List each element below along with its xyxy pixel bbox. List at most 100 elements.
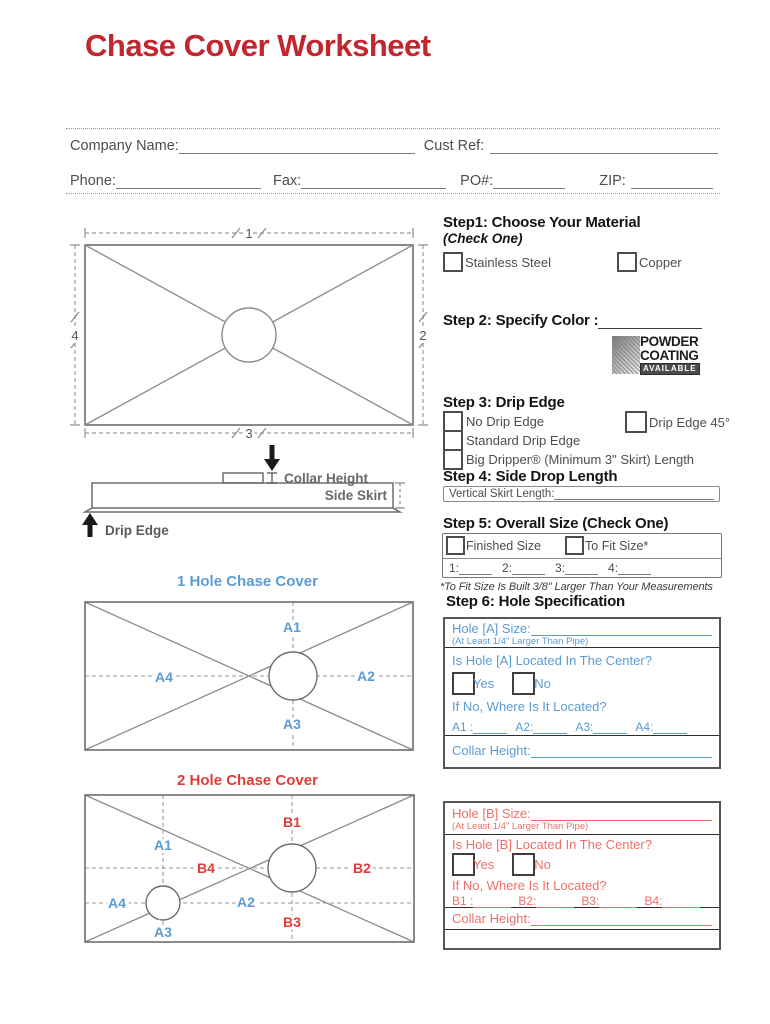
step4-title: Step 4: Side Drop Length [443, 468, 618, 485]
measure-3-field[interactable] [565, 564, 599, 575]
step6-title: Step 6: Hole Specification [446, 593, 626, 610]
logo-powder: POWDER [640, 334, 699, 349]
step1-options: Stainless Steel Copper [443, 252, 723, 272]
step5-footnote: *To Fit Size Is Built 3/8" Larger Than Y… [440, 581, 713, 593]
label-a4: A4 [108, 895, 126, 911]
label-b3: B3 [283, 914, 301, 930]
one-hole-title: 1 Hole Chase Cover [177, 573, 318, 590]
big-dripper-checkbox[interactable] [443, 449, 463, 470]
hole-a-no-checkbox[interactable] [512, 671, 536, 695]
hole-a-yes-checkbox[interactable] [452, 671, 475, 695]
hole-b-yes-checkbox[interactable] [452, 853, 475, 876]
measure-3-label: 3: [555, 561, 566, 575]
stainless-steel-checkbox[interactable] [443, 252, 463, 272]
fax-field[interactable] [301, 175, 447, 189]
company-name-label: Company Name: [70, 138, 179, 154]
hole-a-box: Hole [A] Size: (At Least 1/4" Larger Tha… [443, 617, 721, 769]
hole-b-where-question: If No, Where Is It Located? [452, 878, 607, 893]
hole-a-center-question: Is Hole [A] Located In The Center? [452, 653, 652, 668]
zip-label: ZIP: [599, 173, 626, 189]
hole-b3-label: B3: [581, 894, 600, 908]
big-dripper-label: Big Dripper® (Minimum 3" Skirt) Length [466, 452, 695, 467]
one-hole-diagram: A1 A2 A3 A4 [84, 601, 414, 751]
two-hole-title: 2 Hole Chase Cover [177, 772, 318, 789]
dimension-lines [74, 232, 424, 434]
hole-a-size-field[interactable] [530, 624, 712, 636]
zip-field[interactable] [630, 175, 713, 189]
hole-b1-label: B1 : [452, 894, 474, 908]
one-hole-outline [84, 601, 414, 751]
collar-dim-mark [267, 472, 277, 484]
color-field[interactable] [598, 315, 703, 329]
two-hole-b-labels: B1 B2 B3 B4 [194, 811, 374, 933]
hole-b4-label: B4: [644, 894, 663, 908]
collar-arrow-icon [264, 445, 280, 471]
hole-b-box: Hole [B] Size: (At Least 1/4" Larger Tha… [443, 801, 721, 950]
measure-1-field[interactable] [459, 564, 493, 575]
dimension-ticks [70, 227, 428, 439]
logo-coating: COATING [640, 347, 699, 363]
measure-2-label: 2: [502, 561, 513, 575]
powder-coating-gradient [612, 336, 640, 374]
side-profile-diagram: Collar Height Side Skirt Drip Edge [82, 445, 405, 538]
stainless-steel-label: Stainless Steel [465, 254, 551, 270]
hole-b-center-question: Is Hole [B] Located In The Center? [452, 837, 652, 852]
hole-b3-field[interactable] [599, 897, 638, 908]
hole-b-yes-label: Yes [473, 857, 495, 872]
label-b1: B1 [283, 814, 301, 830]
label-a4: A4 [155, 669, 173, 685]
hole-b4-field[interactable] [662, 897, 701, 908]
powder-coating-logo: POWDER COATING AVAILABLE [612, 334, 700, 375]
hole-b2-field[interactable] [536, 897, 575, 908]
no-drip-edge-checkbox[interactable] [443, 411, 463, 432]
collar-height-label: Collar Height [284, 471, 369, 486]
finished-size-checkbox[interactable] [446, 536, 465, 556]
measure-4-field[interactable] [618, 564, 652, 575]
contact-row-2: Phone: Fax: PO#: ZIP: [70, 169, 720, 189]
vertical-skirt-label: Vertical Skirt Length: [449, 488, 555, 500]
hole-a-size-label: Hole [A] Size: [452, 621, 531, 636]
hole-a2-field[interactable] [533, 723, 568, 734]
hole-b-size-label: Hole [B] Size: [452, 806, 531, 821]
to-fit-size-label: To Fit Size* [585, 538, 649, 553]
hole-a-collar-field[interactable] [530, 746, 712, 758]
company-name-field[interactable] [178, 140, 415, 154]
standard-drip-edge-checkbox[interactable] [443, 430, 463, 451]
po-field[interactable] [493, 175, 566, 189]
drip-edge-45-checkbox[interactable] [625, 411, 647, 433]
one-hole-labels: A1 A2 A3 A4 [152, 616, 378, 735]
copper-checkbox[interactable] [617, 252, 637, 272]
hole-a3-label: A3: [575, 720, 594, 734]
profile-shapes [82, 472, 403, 513]
vertical-skirt-field[interactable] [554, 489, 714, 500]
step1-title: Step1: Choose Your Material [443, 214, 641, 231]
hole-b-size-field[interactable] [530, 809, 712, 821]
po-label: PO#: [460, 173, 494, 189]
label-a3: A3 [154, 924, 172, 940]
standard-drip-edge-label: Standard Drip Edge [466, 433, 581, 448]
hole-b-no-checkbox[interactable] [512, 853, 536, 876]
hole-a3-field[interactable] [593, 723, 628, 734]
step3-right-option: Drip Edge 45° [625, 411, 730, 433]
dim-label-3: 3 [245, 426, 252, 441]
hole-a4-field[interactable] [653, 723, 688, 734]
hole-b1-field[interactable] [473, 897, 512, 908]
hole-b-empty-row [445, 929, 719, 948]
divider-top [66, 128, 720, 129]
phone-field[interactable] [115, 175, 261, 189]
to-fit-size-checkbox[interactable] [565, 536, 585, 556]
drip-edge-label: Drip Edge [105, 523, 169, 538]
step5-title: Step 5: Overall Size (Check One) [443, 515, 669, 532]
step2-title: Step 2: Specify Color : [443, 312, 599, 329]
hole-a-no-label: No [534, 675, 551, 691]
hole-b-collar-label: Collar Height: [452, 911, 531, 926]
measure-2-field[interactable] [512, 564, 546, 575]
hole-a1-field[interactable] [473, 723, 508, 734]
two-hole-outline [84, 794, 415, 943]
hole-b-collar-field[interactable] [530, 914, 712, 926]
measure-4-label: 4: [608, 561, 619, 575]
step2-row: Step 2: Specify Color : [443, 312, 703, 329]
label-b2: B2 [353, 860, 371, 876]
cust-ref-field[interactable] [490, 140, 719, 154]
copper-label: Copper [639, 254, 682, 270]
